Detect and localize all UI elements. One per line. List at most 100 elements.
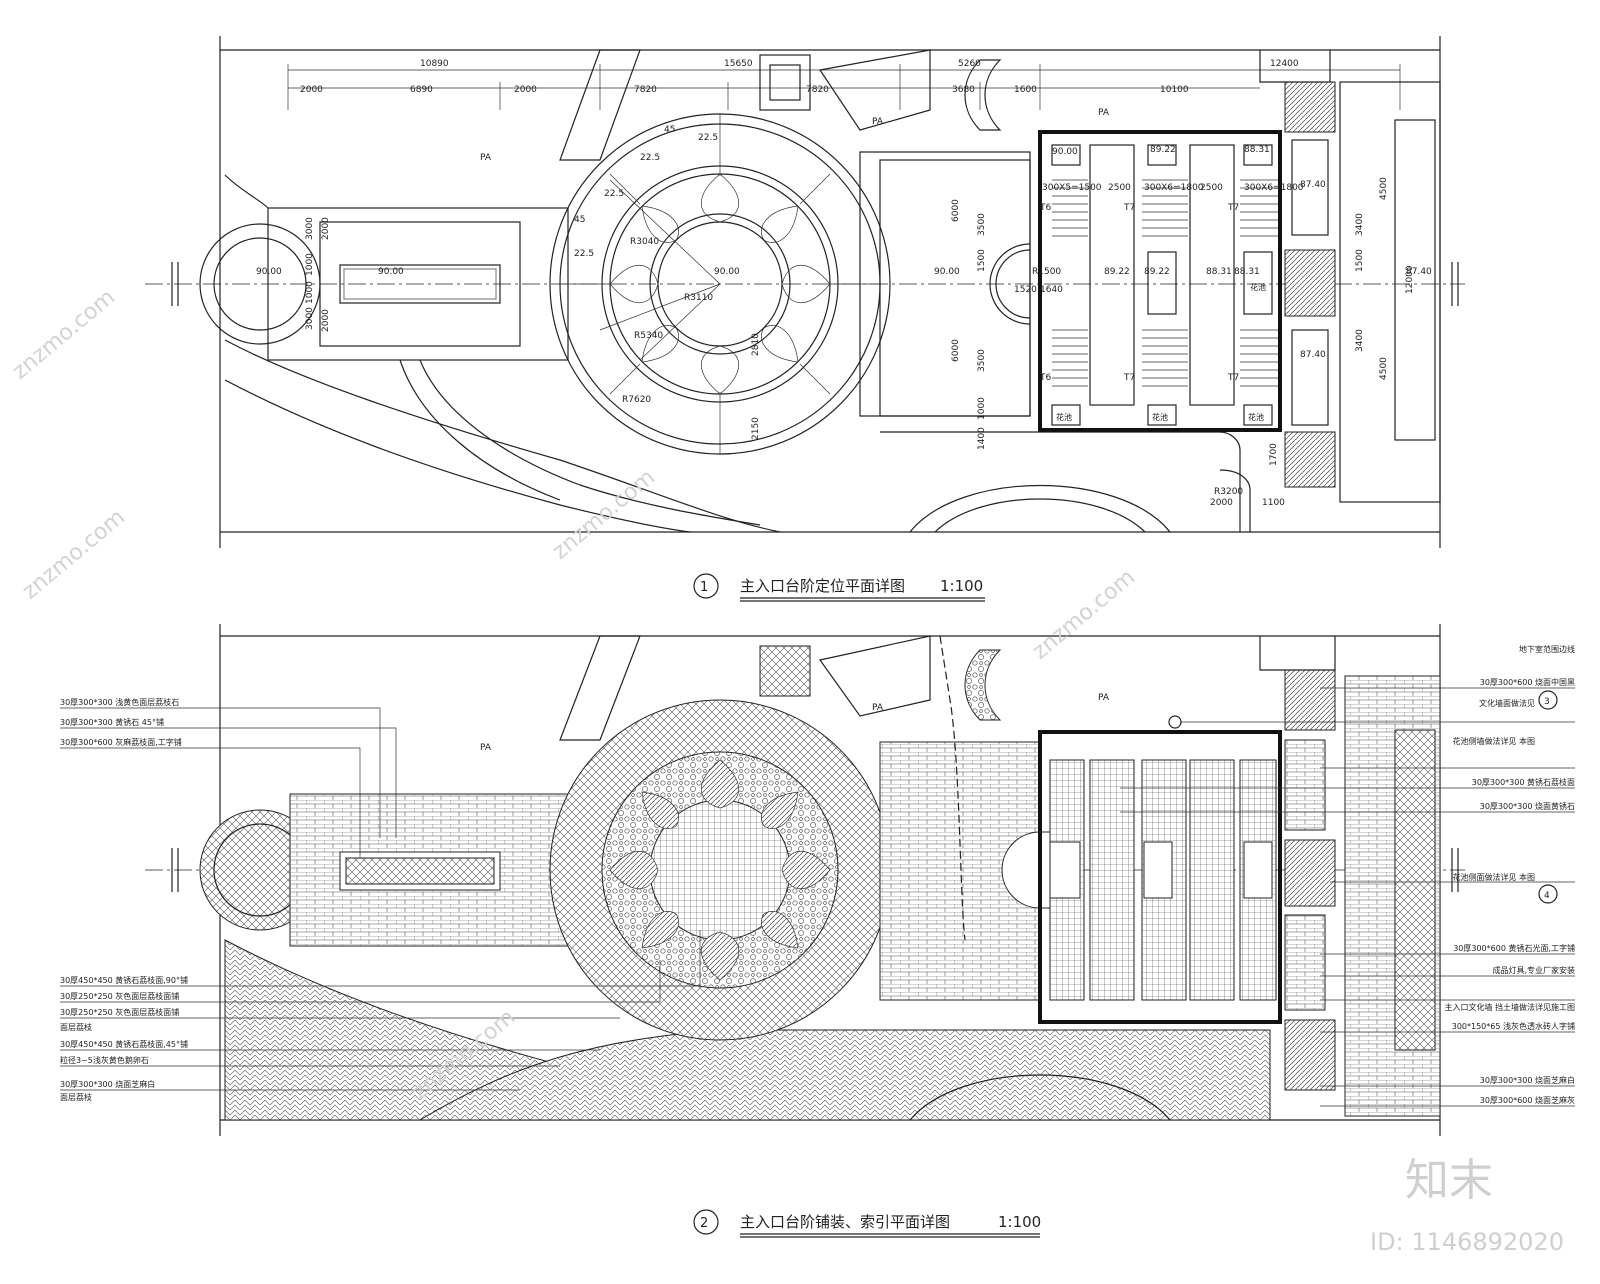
note-right-1: 地下室范围边线 (1519, 644, 1575, 654)
angle-1: 45 (664, 125, 675, 135)
note-right-7: 花池侧面做法详见 本图 (1452, 872, 1535, 882)
note-left-2: 30厚300*300 黄锈石 45°铺 (60, 717, 164, 727)
elev-10: 88.31 (1206, 267, 1232, 277)
step-tag-3: T7 (1227, 203, 1239, 213)
dim-top-2: 15650 (724, 59, 753, 69)
radius-6: R3200 (1214, 487, 1243, 497)
watermark-1: znzmo.com (8, 285, 120, 385)
step-tag-5: T7 (1123, 373, 1135, 383)
index-mark-4: 4 (1544, 891, 1550, 901)
vdim-mid-5: 3500 (977, 349, 987, 372)
p2-pa-label-3: PA (1098, 693, 1110, 703)
plan-1-layout (145, 36, 1465, 548)
watermark-2: znzmo.com (18, 505, 130, 605)
pa-label-2: PA (872, 117, 884, 127)
note-left-8: 30厚450*450 黄锈石荔枝面,45°铺 (60, 1039, 188, 1049)
plan-1-title: 主入口台阶定位平面详图 (740, 577, 905, 595)
plan-1-number: 1 (700, 580, 708, 595)
dim-sub-6: 3680 (952, 85, 975, 95)
note-right-13: 30厚300*600 烧面芝麻灰 (1480, 1095, 1575, 1105)
dim-sub-7: 1600 (1014, 85, 1037, 95)
elev-6: 88.31 (1234, 267, 1260, 277)
elev-3: 90.00 (714, 267, 740, 277)
vdim-left-1: 3000 (305, 217, 315, 240)
vdim-mid-1: 6000 (951, 199, 961, 222)
elev-5: 89.22 (1104, 267, 1130, 277)
dim-small-2: 1640 (1040, 285, 1063, 295)
dim-sub-4: 7820 (634, 85, 657, 95)
elev-12: 87.40 (1300, 350, 1326, 360)
note-right-8: 30厚300*600 黄锈石光面,工字铺 (1453, 943, 1575, 953)
dim-sub-3: 2000 (514, 85, 537, 95)
footer-brand: 知末 ID: 1146892020 (1370, 1155, 1564, 1256)
p2-pa-label-1: PA (480, 743, 492, 753)
vdim-left-4: 1000 (305, 281, 315, 304)
elev-11: 87.40 (1300, 180, 1326, 190)
vdim-left-6: 3000 (305, 307, 315, 330)
vdim-mid-6: 1000 (977, 397, 987, 420)
plan-1-title-block: 1 主入口台阶定位平面详图 1:100 (693, 573, 985, 602)
step-tag-2: T7 (1123, 203, 1135, 213)
elev-14: 90.00 (1052, 147, 1078, 157)
note-left-5: 30厚250*250 灰色面层荔枝面铺 (60, 991, 179, 1001)
note-right-10: 主入口文化墙 挡土墙做法详见施工图 (1444, 1002, 1575, 1012)
plan-2-title: 主入口台阶铺装、索引平面详图 (740, 1213, 950, 1231)
pa-label-3: PA (1098, 108, 1110, 118)
image-id: ID: 1146892020 (1370, 1228, 1564, 1256)
elev-13: 87.40 (1406, 267, 1432, 277)
plan-2-scale: 1:100 (998, 1213, 1041, 1231)
pa-label-1: PA (480, 153, 492, 163)
note-right-5: 30厚300*300 黄锈石荔枝面 (1472, 777, 1575, 787)
vdim-right-2: 3400 (1355, 213, 1365, 236)
vdim-left-3: 1000 (305, 253, 315, 276)
plan-2-layout (60, 624, 1575, 1136)
plan-2-labels: PA PA PA 3 4 (480, 693, 1550, 901)
planter-label-4: 花池 (1250, 282, 1266, 292)
note-left-1: 30厚300*300 浅黄色面层荔枝石 (60, 697, 179, 707)
note-left-7: 面层荔枝 (60, 1022, 92, 1032)
watermark-4: znzmo.com (1028, 565, 1140, 665)
vdim-left-2: 2000 (321, 217, 331, 240)
vdim-right-3: 1500 (1355, 249, 1365, 272)
step-dim-3: 300X6=1800 (1144, 183, 1204, 193)
note-left-10: 30厚300*300 烧面芝麻白 (60, 1079, 155, 1089)
plan-1-vertical-dims: 3000 2000 1000 1000 2000 3000 4500 3400 … (305, 177, 1415, 466)
note-left-6: 30厚250*250 灰色面层荔枝面铺 (60, 1007, 179, 1017)
dim-sub-8: 10100 (1160, 85, 1189, 95)
index-mark-3: 3 (1544, 697, 1550, 707)
step-dim-5: 300X6=1800 (1244, 183, 1304, 193)
elev-8: 89.22 (1150, 145, 1176, 155)
dim-small-1: 1520 (1014, 285, 1037, 295)
dim-bottom-2: 1100 (1262, 498, 1285, 508)
p2-pa-label-2: PA (872, 703, 884, 713)
angle-6: 22.5 (574, 249, 594, 259)
dim-bottom-1: 2000 (1210, 498, 1233, 508)
note-right-9: 成品灯具,专业厂家安装 (1492, 965, 1575, 975)
angle-4: 22.5 (604, 189, 624, 199)
note-right-2: 30厚300*600 烧面中国黑 (1480, 677, 1575, 687)
vdim-right-6: 12000 (1405, 265, 1415, 294)
radius-3: R5340 (634, 331, 663, 341)
dim-sub-1: 2000 (300, 85, 323, 95)
vdim-mid-8: 2810 (751, 333, 761, 356)
dim-top-3: 5260 (958, 59, 981, 69)
note-left-3: 30厚300*600 灰麻荔枝面,工字铺 (60, 737, 182, 747)
brand-logo: 知末 (1405, 1155, 1493, 1206)
dim-top-1: 10890 (420, 59, 449, 69)
dim-top-4: 12400 (1270, 59, 1299, 69)
note-right-3: 文化墙面做法见 (1479, 698, 1535, 708)
elev-7: 89.22 (1144, 267, 1170, 277)
plan-2-number: 2 (700, 1216, 708, 1231)
vdim-left-5: 2000 (321, 309, 331, 332)
vdim-right-5: 4500 (1379, 357, 1389, 380)
note-left-11: 面层荔枝 (60, 1092, 92, 1102)
vdim-mid-9: 2150 (751, 417, 761, 440)
elev-4: 90.00 (934, 267, 960, 277)
note-left-9: 粒径3~5浅灰黄色鹅卵石 (60, 1055, 149, 1065)
step-tag-1: T6 (1039, 203, 1051, 213)
vdim-mid-7: 1400 (977, 427, 987, 450)
plan-2-left-notes: 30厚300*300 浅黄色面层荔枝石 30厚300*300 黄锈石 45°铺 … (60, 697, 188, 1102)
radius-4: R7620 (622, 395, 651, 405)
radius-2: R3110 (684, 293, 713, 303)
watermark-3: znzmo.com (548, 465, 660, 565)
